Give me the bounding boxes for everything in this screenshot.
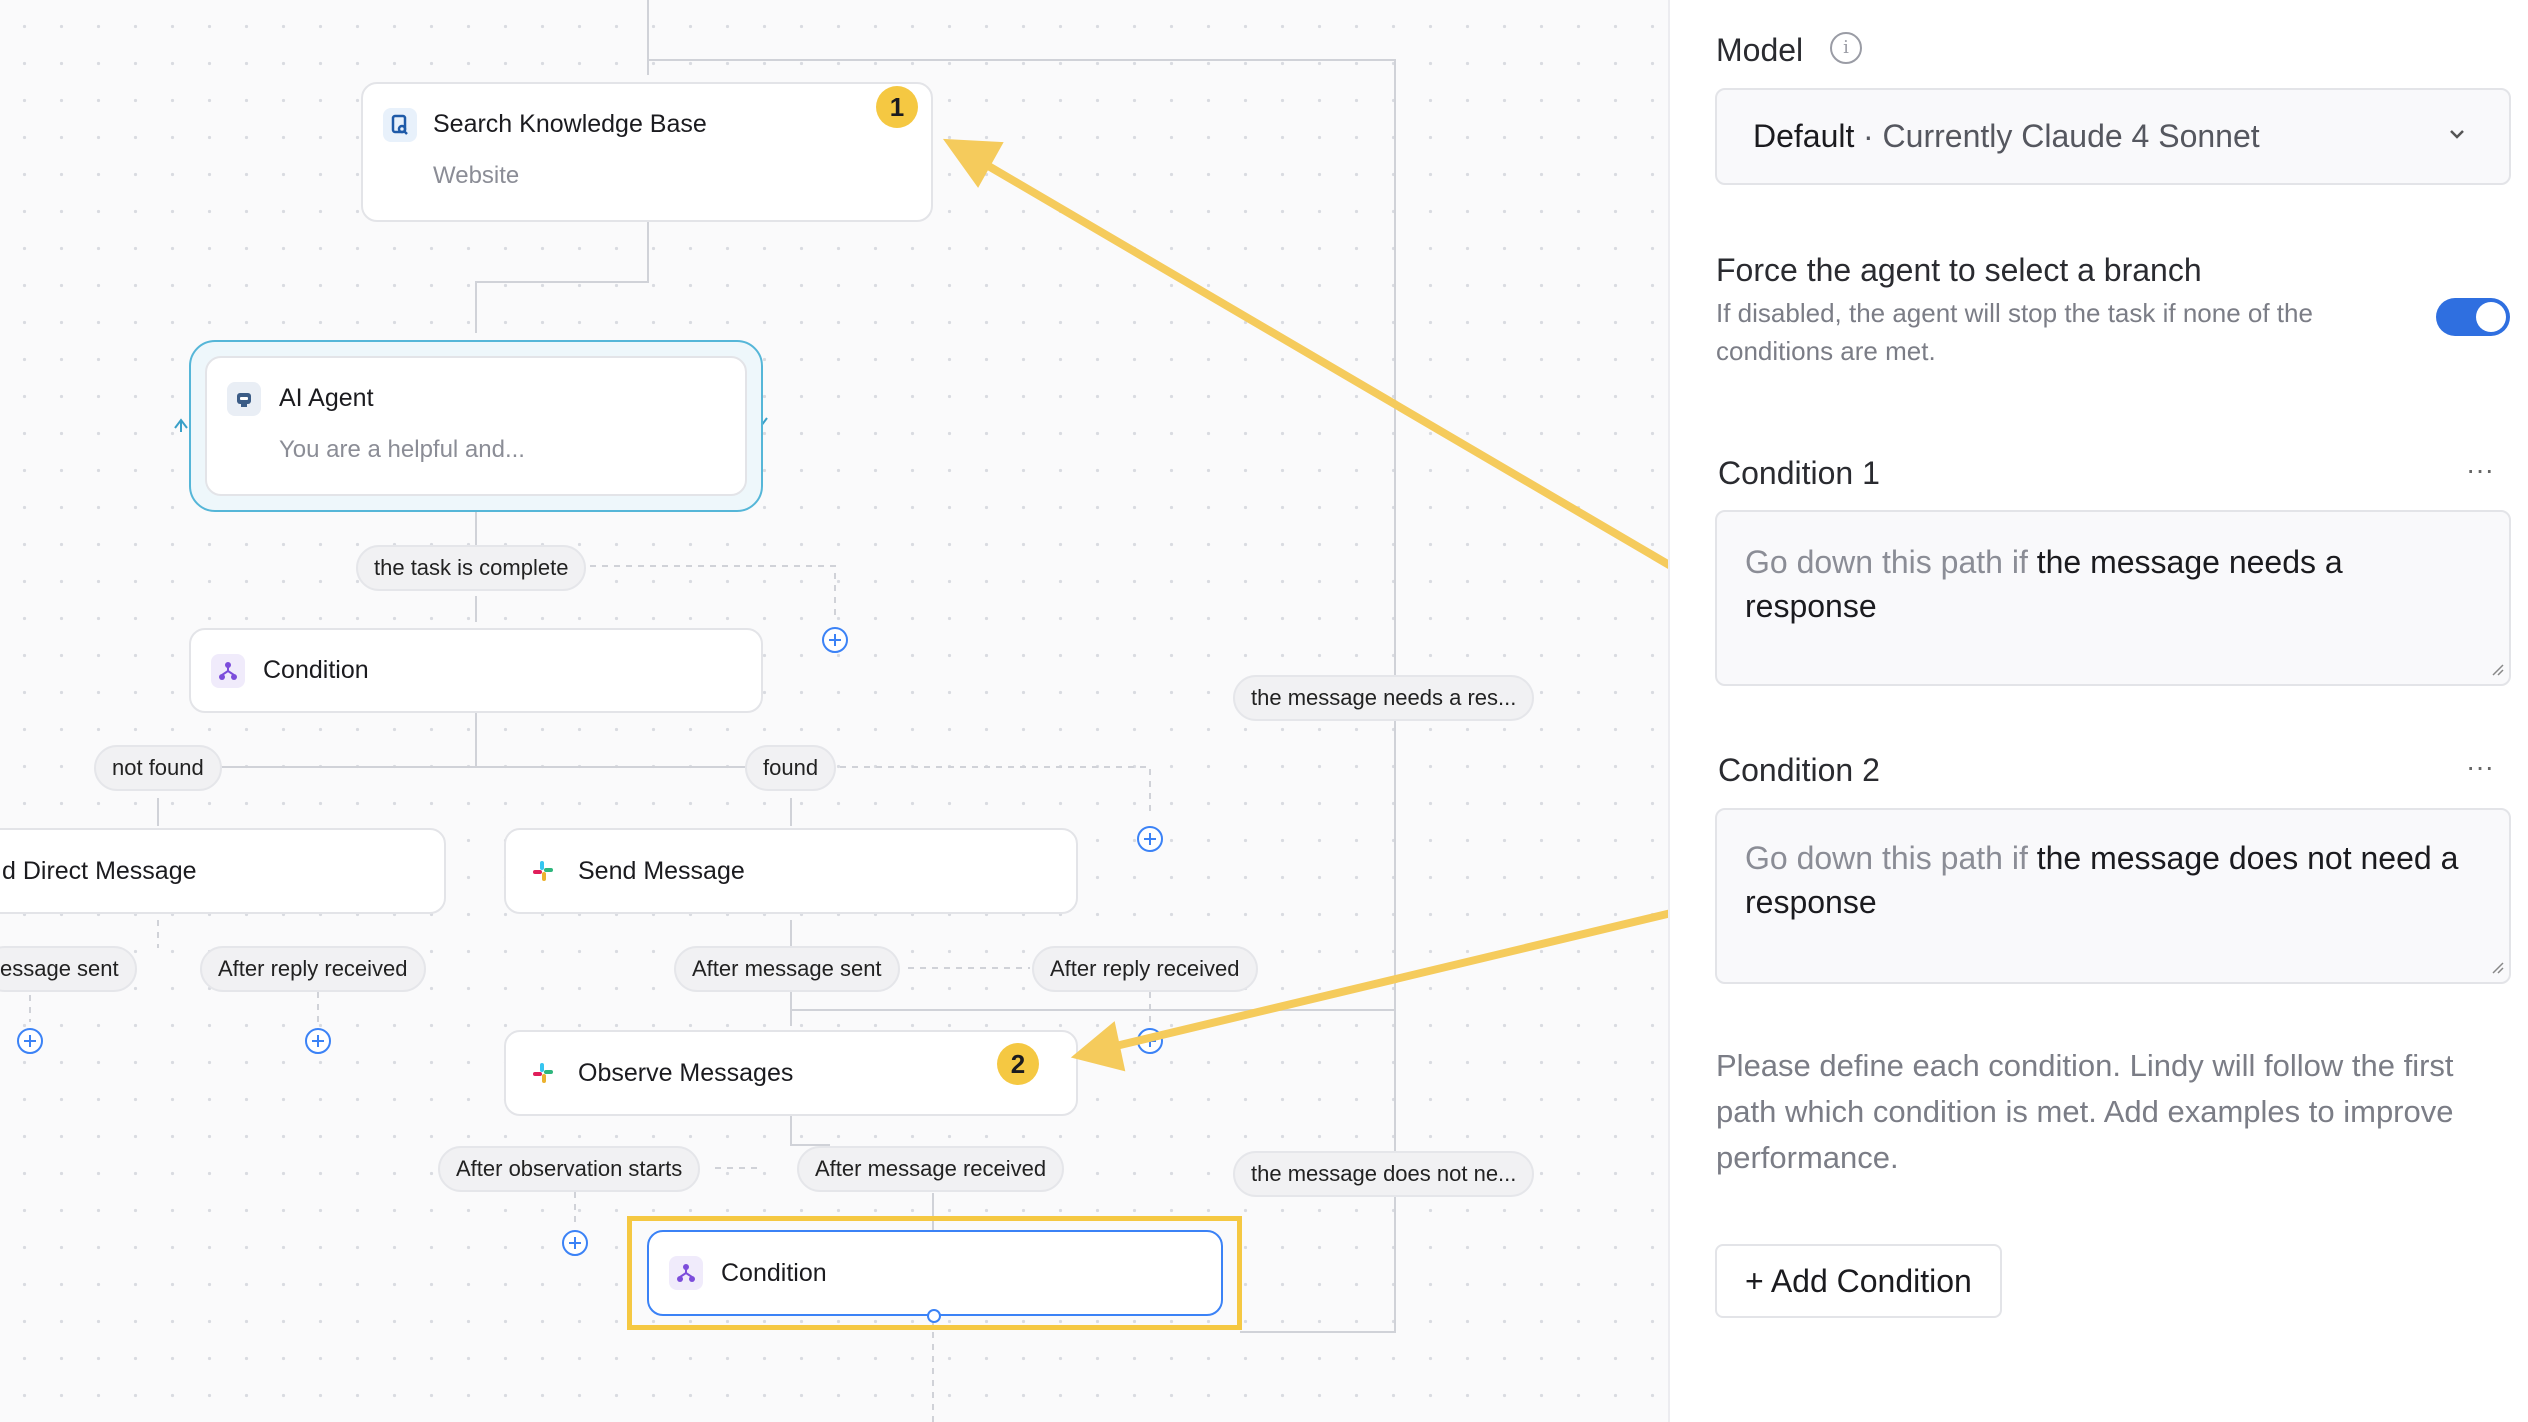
condition-2-label: Condition 2 [1718,752,1880,788]
force-branch-description: If disabled, the agent will stop the tas… [1716,298,2313,366]
condition-node-bottom[interactable]: Condition [647,1230,1223,1316]
node-subtitle: Website [433,162,520,189]
add-step-plus-icon[interactable] [822,627,848,653]
workflow-canvas[interactable]: Search Knowledge Base Website 1 AI Agent… [0,0,1668,1422]
edge-label-not-need[interactable]: the message does not ne... [1233,1151,1535,1197]
toggle-knob [2476,302,2506,332]
condition-1-textarea[interactable]: Go down this path if the message needs a… [1715,510,2511,686]
add-step-plus-icon[interactable] [1137,1028,1163,1054]
more-options-icon[interactable]: ··· [2466,454,2494,485]
direct-message-node[interactable]: d Direct Message [0,828,446,914]
node-title: AI Agent [279,384,374,412]
more-options-icon[interactable]: ··· [2466,751,2494,782]
edge-label-message-received[interactable]: After message received [797,1146,1065,1192]
send-message-node[interactable]: Send Message [504,828,1078,914]
force-branch-toggle[interactable] [2436,298,2510,336]
edge-label-message-sent-left[interactable]: essage sent [0,946,137,992]
step-badge-1: 1 [876,86,918,128]
edge-label-reply-received[interactable]: After reply received [1032,946,1258,992]
slack-icon [526,854,560,888]
node-title: Observe Messages [578,1059,794,1087]
observe-messages-node[interactable]: Observe Messages [504,1030,1078,1116]
branch-icon [211,654,245,688]
condition-prefix: Go down this path if [1745,544,2037,580]
slack-icon [526,1056,560,1090]
search-knowledge-base-node[interactable]: Search Knowledge Base Website [361,82,933,222]
edge-label-found[interactable]: found [745,745,837,791]
node-title: d Direct Message [2,857,197,885]
node-title: Search Knowledge Base [433,110,707,138]
add-step-plus-icon[interactable] [1137,826,1163,852]
edge-label-reply-received-left[interactable]: After reply received [200,946,426,992]
condition-node-top[interactable]: Condition [189,628,763,713]
condition-1-label: Condition 1 [1718,455,1880,491]
node-title: Condition [263,656,369,684]
resize-handle-icon [2489,661,2505,682]
node-title: Send Message [578,857,745,885]
model-select-value-bold: Default [1753,118,1855,154]
node-title: Condition [721,1259,827,1287]
model-select[interactable]: Default · Currently Claude 4 Sonnet [1715,88,2511,185]
knowledge-base-icon [383,108,417,142]
chevron-down-icon [2445,122,2469,151]
edge-label-task-complete[interactable]: the task is complete [356,545,587,591]
edge-label-observation-starts[interactable]: After observation starts [438,1146,701,1192]
resize-handle-icon [2489,959,2505,980]
force-branch-title: Force the agent to select a branch [1716,252,2202,288]
info-icon[interactable]: i [1830,32,1862,64]
condition-1-text: Go down this path if the message needs a… [1745,540,2465,628]
model-select-value-rest: · Currently Claude 4 Sonnet [1863,118,2260,154]
add-condition-button[interactable]: + Add Condition [1715,1244,2002,1318]
conditions-help-text: Please define each condition. Lindy will… [1716,1048,2454,1175]
condition-value: the message needs a response [1745,544,2343,624]
highlight-box [627,1216,1242,1330]
settings-panel: Model i Default · Currently Claude 4 Son… [1668,0,2528,1422]
add-step-plus-icon[interactable] [305,1028,331,1054]
step-badge-2: 2 [997,1043,1039,1085]
edge-label-needs-response[interactable]: the message needs a res... [1233,675,1535,721]
edge-label-not-found[interactable]: not found [94,745,222,791]
condition-2-textarea[interactable]: Go down this path if the message does no… [1715,808,2511,984]
edge-label-message-sent[interactable]: After message sent [674,946,900,992]
condition-2-text: Go down this path if the message does no… [1745,836,2465,924]
ai-agent-node[interactable]: AI Agent You are a helpful and... [205,356,747,496]
add-step-plus-icon[interactable] [17,1028,43,1054]
condition-prefix: Go down this path if [1745,840,2037,876]
connection-handle[interactable] [927,1309,941,1323]
branch-icon [669,1256,703,1290]
node-subtitle: You are a helpful and... [279,436,525,463]
add-step-plus-icon[interactable] [562,1230,588,1256]
model-label: Model [1716,32,1804,68]
robot-icon [227,382,261,416]
condition-value: the message does not need a response [1745,840,2459,920]
